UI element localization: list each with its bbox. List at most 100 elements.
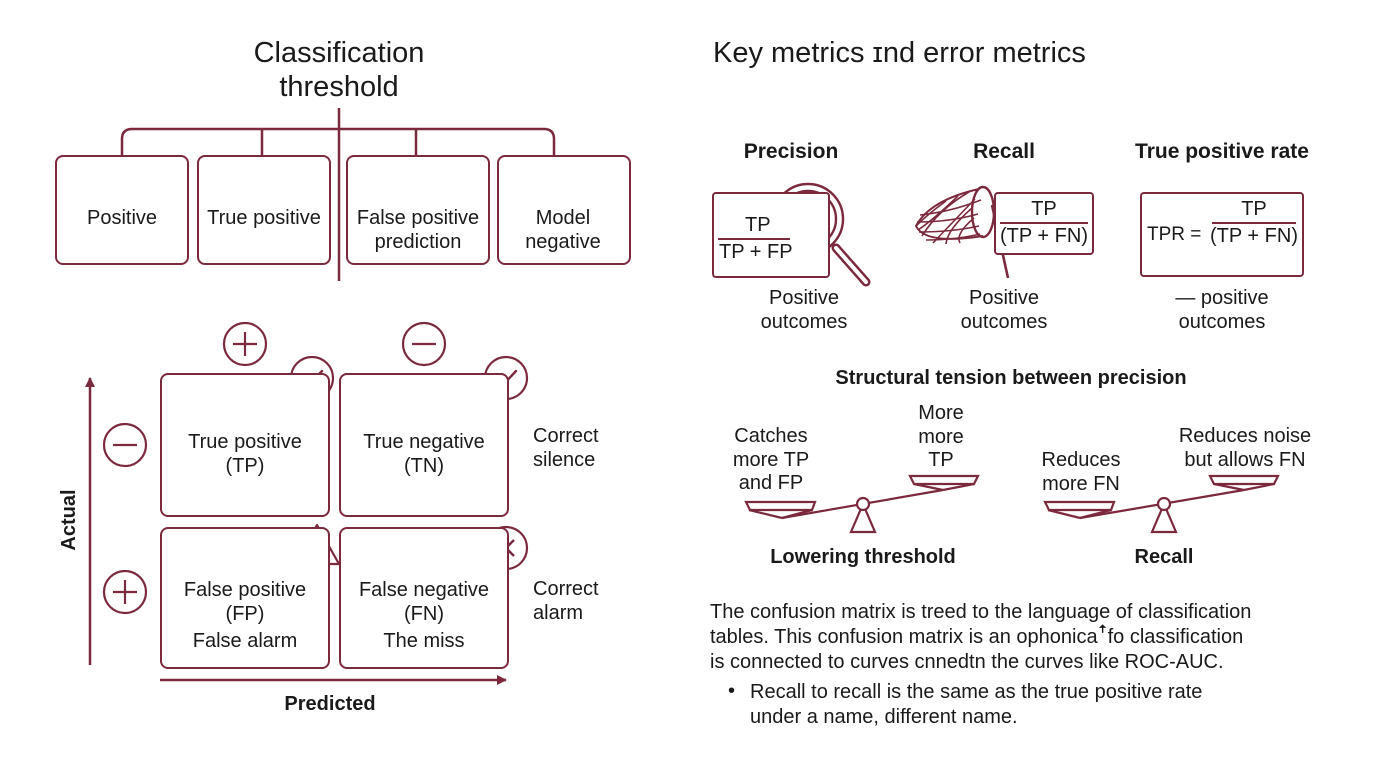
metric-heading-precision: Precision — [743, 140, 839, 163]
cell-label-line2: (TN) — [404, 454, 444, 477]
top-box-label: True positive — [207, 207, 321, 231]
cell-label-line2: (FP) — [225, 602, 265, 625]
matrix-cell-fp — [160, 527, 330, 669]
row-negative-icon — [102, 422, 148, 468]
seesaw-recall — [1043, 474, 1280, 534]
bullet-line: under a name, different name. — [750, 706, 1018, 728]
side-label-line2: alarm — [533, 601, 584, 624]
tpr-prefix: TPR = — [1147, 224, 1202, 245]
top-box-label-line1: Model — [535, 207, 591, 229]
paragraph-line: tables. This confusion matrix is an opho… — [710, 626, 1244, 648]
caption-line1: — positive — [1175, 287, 1269, 309]
column-negative-icon — [401, 321, 447, 367]
tpr-numerator: TP — [1241, 198, 1267, 220]
left-title-line1: Classification — [253, 37, 425, 69]
caption-line2: outcomes — [760, 310, 848, 333]
left-title: Classification threshold — [254, 36, 425, 104]
right-title: Key metrics ɪnd error metrics — [713, 37, 1086, 69]
cell-label-fn: False negative (FN) The miss — [359, 579, 489, 654]
paragraph-line: The confusion matrix is treed to the lan… — [710, 601, 1252, 623]
side-label-correct-alarm: Correct alarm — [533, 578, 599, 625]
seesaw-right-label-low: Reduces more FN — [1042, 449, 1121, 496]
matrix-cell-tn — [339, 373, 509, 517]
cell-label-line1: True negative — [363, 431, 485, 453]
tpr-denominator: (TP + FN) — [1210, 225, 1298, 247]
left-title-line2: threshold — [279, 71, 399, 104]
top-box-false-positive — [346, 155, 490, 265]
matrix-cell-tp — [160, 373, 330, 517]
seesaw-label-line: Catches — [734, 425, 808, 447]
cell-label-line3: The miss — [383, 630, 465, 653]
top-box-label-line1: False positive — [356, 207, 480, 229]
seesaw-label-line: TP — [928, 449, 954, 472]
caption-line1: Positive — [968, 287, 1040, 309]
side-label-correct-silence: Correct silence — [533, 425, 599, 472]
bullet-line: Recall to recall is the same as the true… — [750, 681, 1203, 703]
tension-heading: Structural tension between precision — [835, 367, 1187, 389]
seesaw-label-line: more — [918, 425, 964, 448]
seesaw-label-line: and FP — [738, 472, 804, 495]
metric-caption-recall: Positive outcomes — [961, 287, 1048, 334]
bullet-dot: • — [728, 680, 736, 702]
precision-denominator: TP + FP — [719, 241, 793, 263]
seesaw-right-label-high: Reduces noise but allows FN — [1179, 425, 1311, 472]
seesaw-label-line: Reduces — [1041, 449, 1121, 471]
seesaw-label-line: More — [918, 402, 964, 424]
precision-numerator: TP — [745, 214, 771, 236]
threshold-bracket — [120, 108, 556, 281]
cell-label-tn: True negative (TN) — [363, 431, 485, 478]
cell-label-line3: False alarm — [192, 630, 298, 653]
explanation-paragraph: The confusion matrix is treed to the lan… — [710, 600, 1350, 675]
column-positive-icon — [222, 321, 268, 367]
recall-fraction-bar — [1000, 222, 1088, 224]
top-box-label-line2: prediction — [374, 230, 462, 253]
metric-heading-recall: Recall — [973, 140, 1035, 163]
top-box-label: Positive — [87, 207, 157, 231]
top-box-label: Model negative — [525, 207, 601, 254]
metric-caption-tpr: — positive outcomes — [1175, 287, 1268, 334]
caption-line2: outcomes — [1178, 310, 1266, 333]
tpr-formula-box — [1140, 192, 1304, 277]
top-box-label-line2: negative — [525, 230, 601, 253]
cell-label-line2: (FN) — [404, 602, 444, 625]
x-axis-label: Predicted — [284, 693, 376, 715]
cell-label-line1: False positive — [183, 579, 307, 601]
row-positive-icon — [102, 569, 148, 615]
caption-line1: Positive — [768, 287, 840, 309]
precision-fraction-bar — [718, 238, 790, 240]
seesaw-left-caption: Lowering threshold — [770, 546, 956, 568]
cell-label-fp: False positive (FP) False alarm — [184, 579, 306, 654]
cell-label-tp: True positive (TP) — [188, 431, 302, 478]
seesaw-label-line: Reduces noise — [1178, 425, 1312, 447]
top-box-model-negative — [497, 155, 631, 265]
matrix-cell-fn — [339, 527, 509, 669]
cell-label-line2: (TP) — [225, 454, 265, 477]
precision-formula-box — [712, 192, 830, 278]
seesaw-right-caption: Recall — [1134, 546, 1194, 568]
metric-caption-precision: Positive outcomes — [761, 287, 848, 334]
top-box-positive — [55, 155, 189, 265]
cell-label-line1: False negative — [358, 579, 490, 601]
metric-heading-tpr: True positive rate — [1135, 140, 1309, 163]
seesaw-left-label-high: More more TP — [918, 402, 964, 473]
seesaw-lowering-threshold — [744, 474, 980, 534]
bullet-text: Recall to recall is the same as the true… — [750, 680, 1350, 730]
top-box-label-line1: True positive — [207, 207, 321, 229]
top-box-label: False positive prediction — [357, 207, 479, 254]
tpr-fraction-bar — [1212, 222, 1296, 224]
cell-label-line1: True positive — [188, 431, 302, 453]
seesaw-label-line: more TP — [732, 448, 810, 471]
top-box-true-positive — [197, 155, 331, 265]
seesaw-left-label-low: Catches more TP and FP — [733, 425, 809, 496]
side-label-line1: Correct — [533, 425, 599, 447]
caption-line2: outcomes — [960, 310, 1048, 333]
net-icon — [914, 185, 1010, 279]
top-box-label-line1: Positive — [86, 207, 158, 229]
side-label-line1: Correct — [533, 578, 599, 600]
seesaw-label-line: more FN — [1042, 472, 1120, 495]
side-label-line2: silence — [533, 448, 596, 471]
paragraph-line: is connected to curves cnnedtn the curve… — [710, 651, 1224, 673]
seesaw-label-line: but allows FN — [1184, 448, 1306, 471]
y-axis-label: Actual — [58, 489, 81, 551]
